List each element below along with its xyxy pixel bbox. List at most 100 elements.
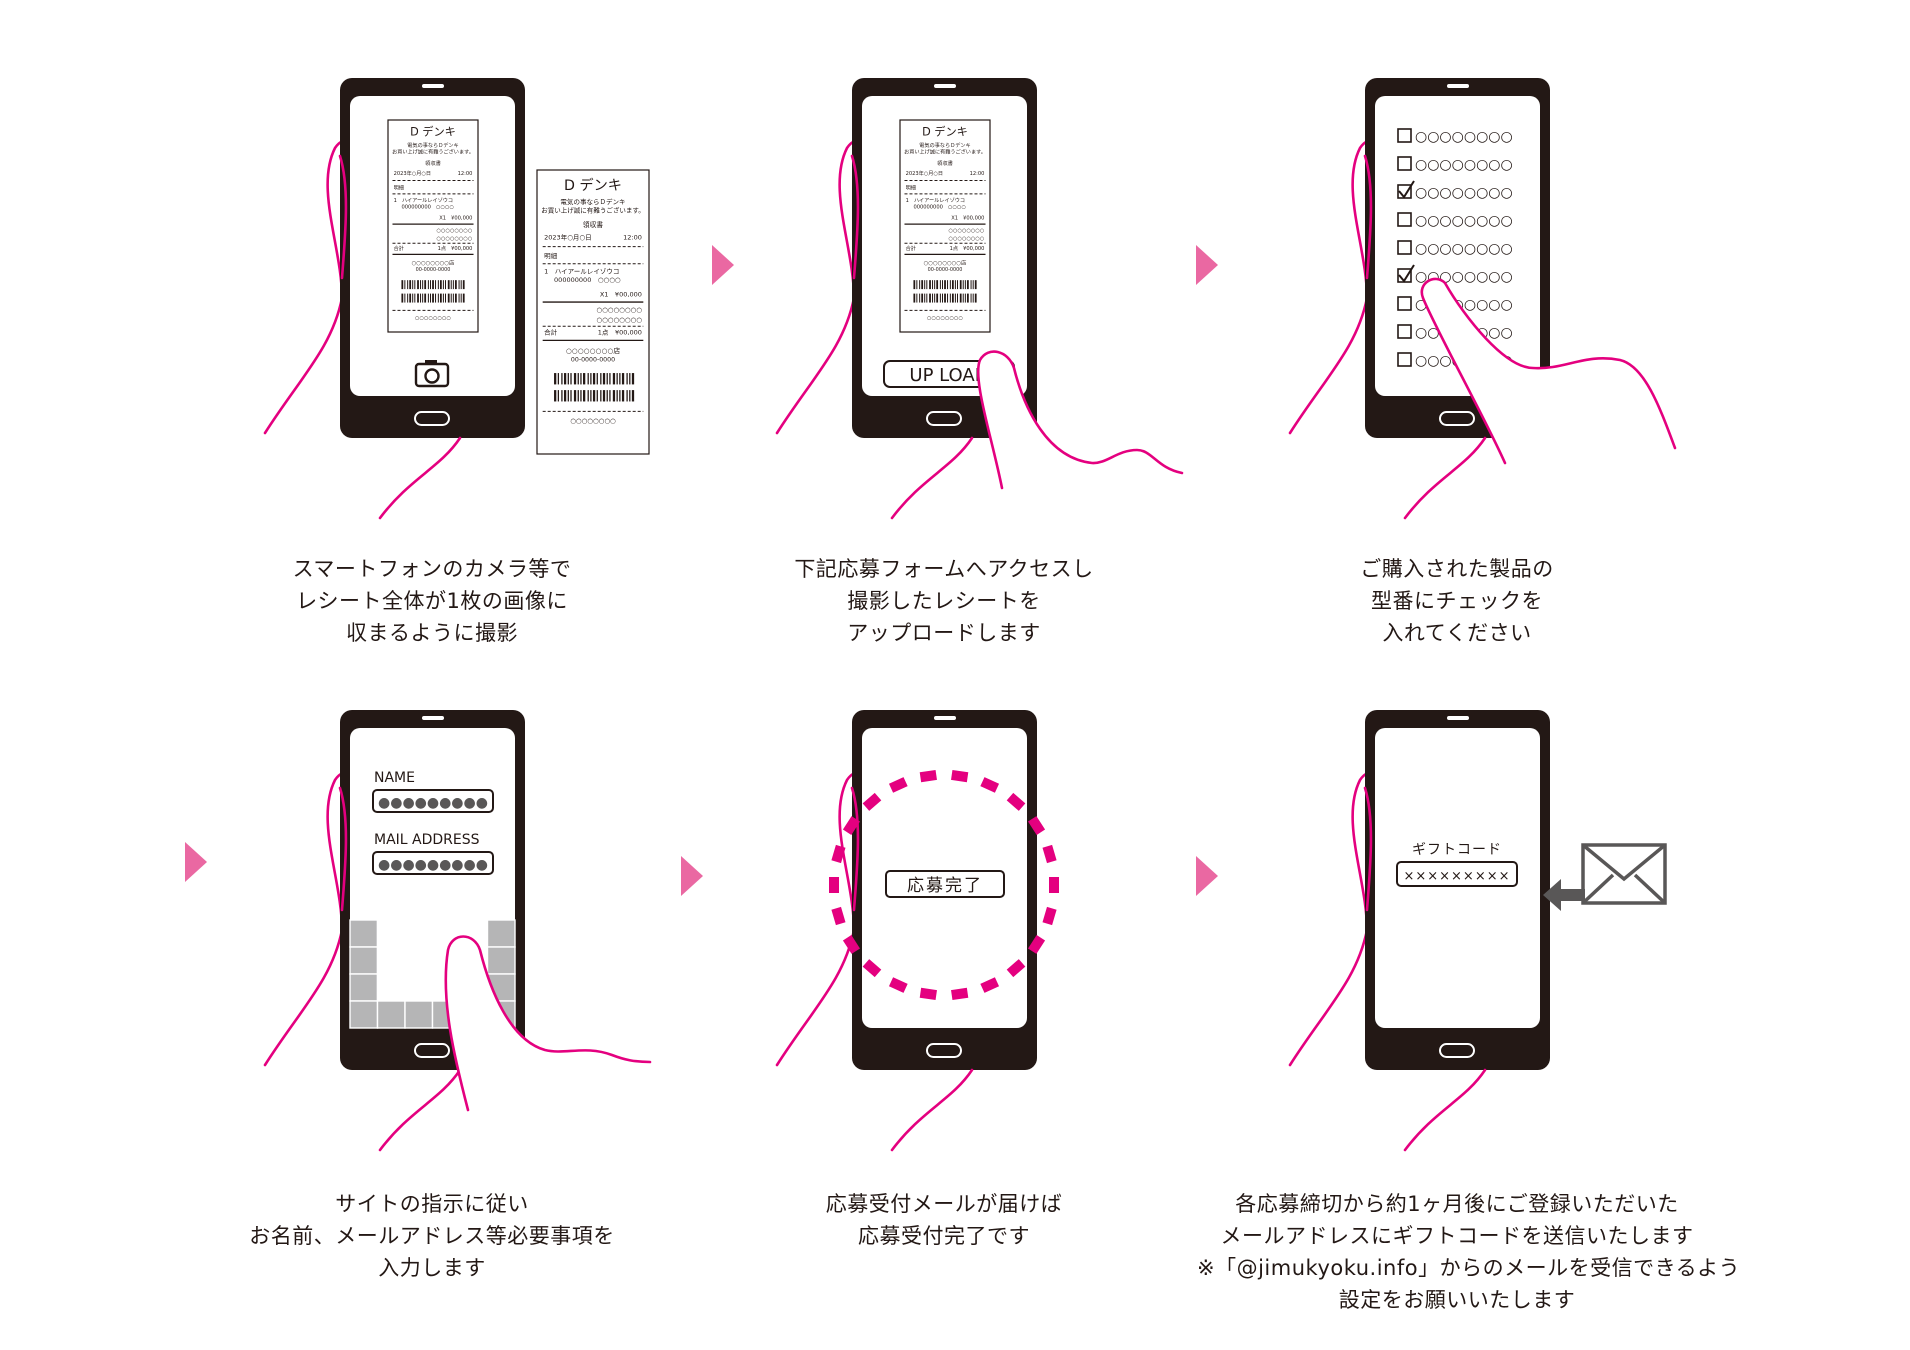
barcode-bar — [613, 390, 615, 401]
caption-line: 各応募締切から約1ヶ月後にご登録いただいた — [1197, 1188, 1717, 1220]
receipt-shop-name: D デンキ — [922, 125, 968, 139]
barcode-bar — [944, 294, 946, 303]
receipt-shop-name: D デンキ — [564, 177, 622, 194]
barcode-bar — [554, 373, 556, 384]
checkbox — [1398, 129, 1411, 142]
barcode-bar — [919, 294, 920, 303]
barcode-bar — [960, 280, 962, 289]
barcode-bar — [913, 294, 915, 303]
barcode-bar — [570, 373, 571, 384]
barcode-bar — [632, 390, 634, 401]
barcode-bar — [453, 280, 454, 289]
barcode-bar — [580, 390, 581, 401]
receipt-tagline: お買い上げ誠に有難うございます。 — [392, 148, 474, 156]
receipt-tagline: お買い上げ誠に有難うございます。 — [541, 206, 645, 215]
barcode-bar — [417, 280, 419, 289]
barcode-bar — [580, 373, 581, 384]
barcode-bar — [590, 390, 591, 401]
caption-line: 応募受付メールが届けば — [684, 1188, 1204, 1220]
barcode-bar — [971, 280, 972, 289]
receipt-doc-title: 領収書 — [583, 220, 604, 229]
barcode-bar — [435, 294, 436, 303]
receipt: D デンキ電気の事ならＤデンキお買い上げ誠に有難うございます。領収書2023年○… — [900, 120, 990, 332]
step-caption-3: ご購入された製品の型番にチェックを入れてください — [1197, 553, 1717, 649]
speaker-slot — [934, 84, 956, 88]
name-field-value: ●●●●●●●●● — [378, 795, 488, 811]
receipt-total-label: 合計 — [394, 244, 404, 252]
keyboard-key — [488, 920, 516, 947]
mail-label: MAIL ADDRESS — [374, 832, 480, 848]
pointing-finger — [978, 352, 1182, 488]
barcode-bar — [609, 373, 610, 384]
barcode-bar — [463, 280, 465, 289]
barcode-bar — [603, 390, 605, 401]
barcode-bar — [588, 390, 589, 401]
barcode-bar — [629, 390, 630, 401]
barcode-bar — [963, 294, 964, 303]
model-number-item: ○○○○○○○○ — [1415, 129, 1513, 145]
keyboard-key — [405, 920, 433, 947]
phone-step-1: D デンキ電気の事ならＤデンキお買い上げ誠に有難うございます。領収書2023年○… — [265, 78, 525, 518]
receipt-time: 12:00 — [458, 171, 473, 177]
barcode-bar — [622, 390, 624, 401]
barcode-bar — [414, 294, 415, 303]
barcode-bar — [960, 294, 962, 303]
barcode-bar — [430, 294, 431, 303]
barcode-bar — [568, 390, 569, 401]
barcode-bar — [455, 280, 457, 289]
envelope-icon — [1543, 845, 1665, 911]
receipt-line: ○○○○○○○○ — [949, 228, 985, 234]
barcode-bar — [451, 294, 452, 303]
receipt-time: 12:00 — [623, 234, 642, 242]
barcode-bar — [583, 390, 585, 401]
complete-badge-label: 応募完了 — [907, 876, 983, 896]
barcode-bar — [430, 280, 431, 289]
receipt-total: 1点 ¥00,000 — [598, 329, 642, 337]
receipt: D デンキ電気の事ならＤデンキお買い上げ誠に有難うございます。領収書2023年○… — [388, 120, 478, 332]
barcode-bar — [432, 294, 434, 303]
barcode-bar — [564, 373, 566, 384]
step-arrow-icon — [681, 856, 703, 896]
receipt-tagline: 電気の事ならＤデンキ — [407, 141, 458, 149]
barcode-bar — [417, 294, 419, 303]
barcode-bar — [607, 390, 608, 401]
barcode-bar — [600, 390, 601, 401]
caption-line: 撮影したレシートを — [684, 585, 1204, 617]
barcode-bar — [613, 373, 615, 384]
receipt-item-code: 000000000 ○○○○ — [913, 204, 966, 210]
receipt-date: 2023年○月○日 — [394, 169, 431, 177]
barcode-bar — [428, 280, 429, 289]
step-arrow-icon — [185, 842, 207, 882]
keyboard-key — [350, 920, 378, 947]
receipt-line: ○○○○○○○○ — [596, 316, 642, 324]
receipt-total-label: 合計 — [544, 328, 558, 337]
upload-button-label: UP LOAD — [909, 365, 988, 386]
barcode-bar — [965, 294, 966, 303]
barcode-bar — [957, 280, 958, 289]
checkbox — [1398, 353, 1411, 366]
barcode-bar — [940, 294, 941, 303]
barcode-bar — [420, 280, 421, 289]
keyboard-key — [350, 947, 378, 974]
receipt-detail-label: 明細 — [394, 183, 404, 191]
caption-line: メールアドレスにギフトコードを送信いたします — [1197, 1220, 1717, 1252]
pointing-finger — [446, 937, 650, 1111]
barcode-bar — [622, 373, 624, 384]
barcode-bar — [583, 373, 585, 384]
barcode-bar — [940, 280, 941, 289]
barcode-bar — [578, 373, 579, 384]
caption-line: アップロードします — [684, 617, 1204, 649]
receipt-time: 12:00 — [970, 171, 985, 177]
speaker-slot — [422, 84, 444, 88]
barcode-bar — [561, 390, 562, 401]
keyboard-key — [350, 1001, 378, 1028]
receipt-line: ○○○○○○○○ — [949, 236, 985, 242]
receipt-item: 1 ハイアールレイゾウコ — [906, 196, 965, 204]
barcode-bar — [597, 373, 598, 384]
barcode-bar — [443, 280, 444, 289]
speaker-slot — [1447, 716, 1469, 720]
barcode-bar — [929, 294, 931, 303]
barcode-bar — [461, 280, 462, 289]
barcode-bar — [913, 280, 915, 289]
